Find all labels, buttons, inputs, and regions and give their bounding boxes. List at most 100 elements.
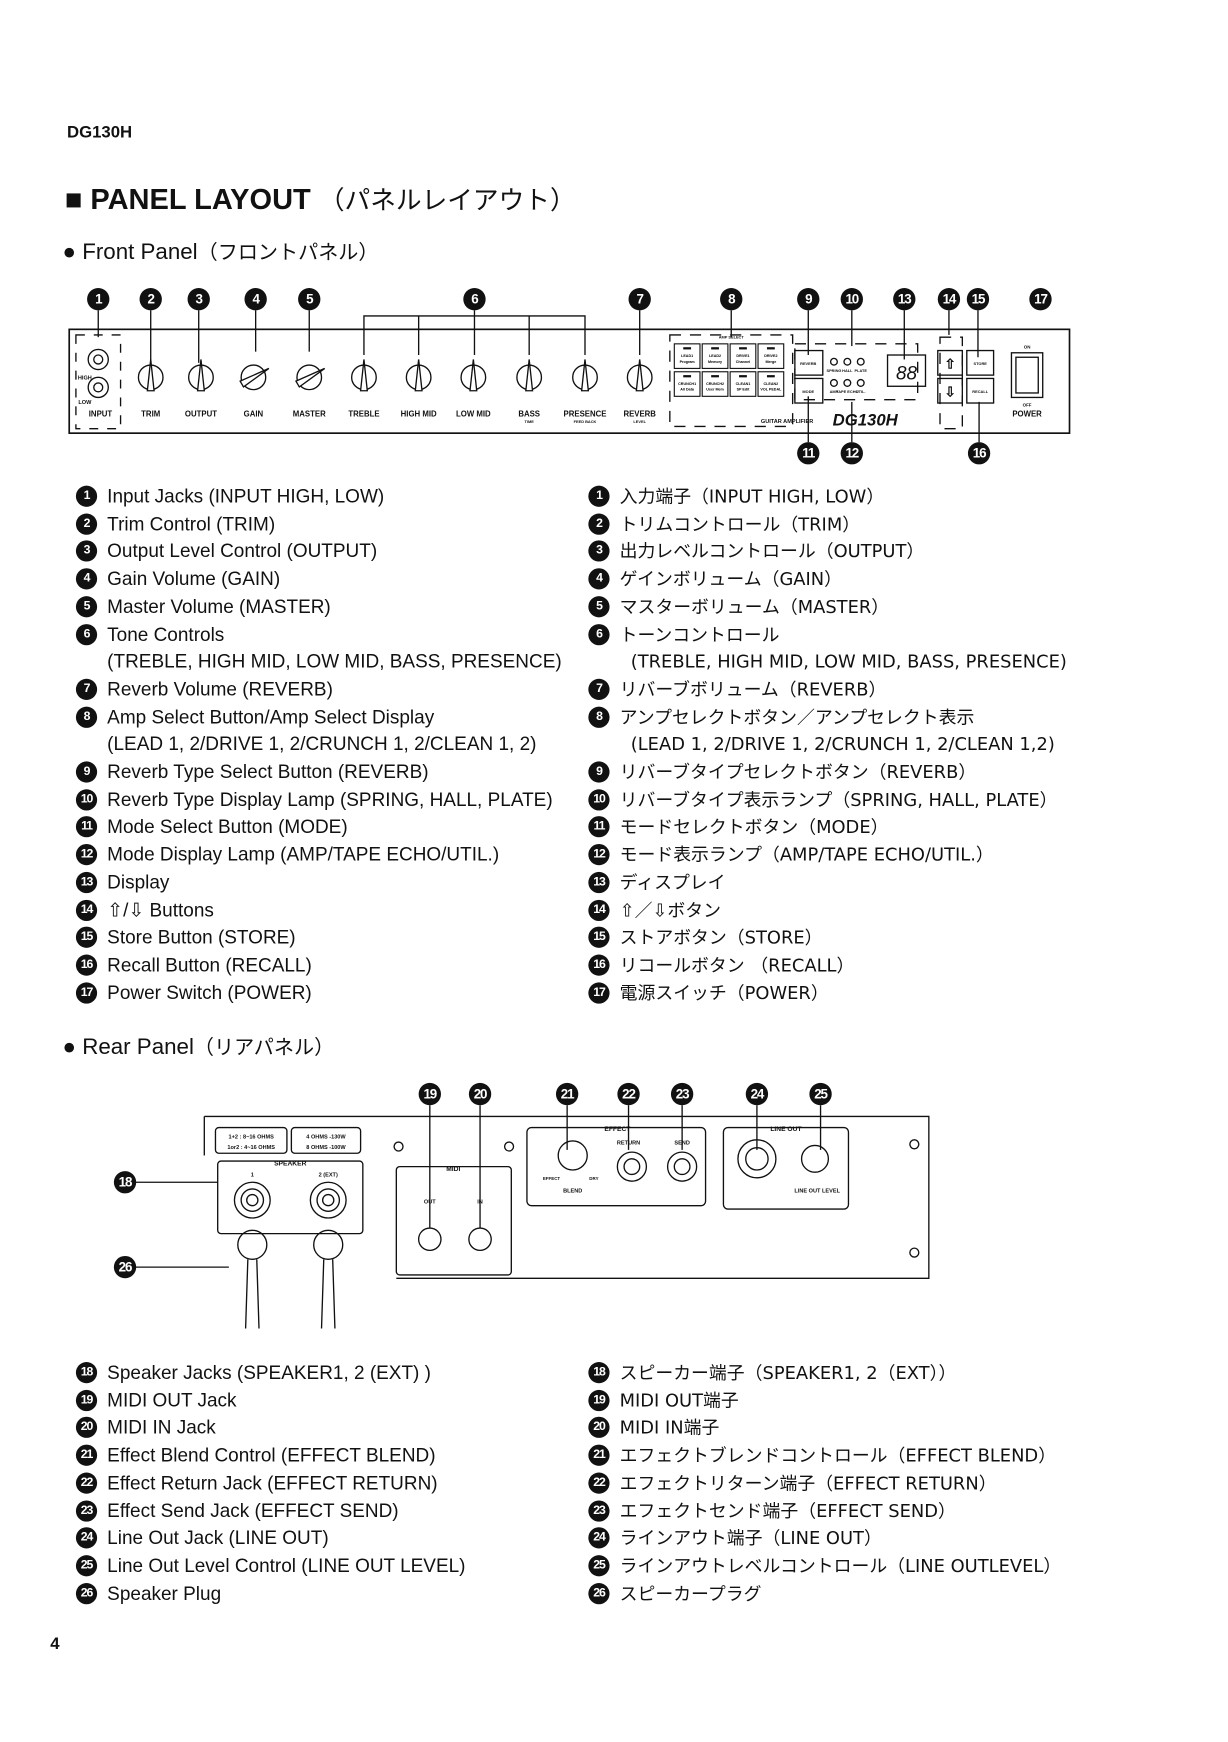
amp-button-label: SP Edit: [737, 388, 751, 392]
power-spec-1: 4 OHMS -130W: [306, 1135, 346, 1141]
callout-marker-23: 23: [670, 1082, 694, 1106]
presence-knob[interactable]: [572, 359, 598, 392]
item-text: ラインアウト端子（LINE OUT）: [619, 1527, 882, 1549]
rear-panel-diagram: 1+2 : 8~16 OHMS 1or2 : 4~16 OHMS 4 OHMS …: [133, 1105, 930, 1329]
callout-marker-22: 22: [617, 1082, 640, 1106]
reverb-button[interactable]: [794, 349, 824, 376]
item-number-badge: 14: [75, 899, 98, 921]
item-number-badge: 5: [75, 595, 98, 618]
label-low-mid: LOW MID: [456, 409, 491, 418]
amp-button-label: Channel: [736, 360, 750, 364]
label-return: RETURN: [617, 1140, 640, 1146]
item-text: MIDI OUT Jack: [107, 1389, 237, 1411]
item-number-badge: 21: [75, 1444, 98, 1466]
mode-button[interactable]: [794, 377, 824, 404]
item-number-badge: 25: [588, 1555, 610, 1577]
item-text: MIDI IN Jack: [107, 1417, 216, 1439]
treble-knob[interactable]: [350, 359, 377, 392]
item-number-badge: 26: [75, 1582, 98, 1604]
item-number-badge: 13: [75, 871, 98, 893]
callout-marker-20: 20: [468, 1082, 492, 1106]
trim-knob[interactable]: [137, 359, 164, 392]
item-number-badge: 19: [75, 1389, 98, 1411]
item-text: エフェクトブレンドコントロール（EFFECT BLEND）: [619, 1444, 1057, 1466]
down-arrow-icon: ⇩: [944, 384, 955, 399]
amp-button-label: CLEAN2: [764, 382, 779, 386]
label-mode-btn: MODE: [802, 389, 814, 394]
amp-button-label: User Mem: [706, 388, 724, 392]
up-arrow-icon: ⇧: [944, 356, 955, 371]
label-off: OFF: [1023, 402, 1032, 407]
item-text: エフェクトリターン端子（EFFECT RETURN）: [619, 1472, 997, 1494]
bass-knob[interactable]: [516, 359, 543, 392]
item-text: Gain Volume (GAIN): [107, 568, 281, 590]
gain-knob[interactable]: [239, 364, 270, 391]
dg130h-logo: DG130H: [833, 410, 899, 429]
label-power: POWER: [1012, 409, 1042, 418]
callout-marker-15: 15: [966, 288, 990, 311]
high-mid-knob[interactable]: [405, 359, 432, 392]
item-text: Reverb Volume (REVERB): [107, 678, 333, 700]
item-number-badge: 1: [75, 485, 98, 507]
amp-button-label: DRIVE1: [736, 354, 749, 358]
callout-marker-24: 24: [745, 1082, 769, 1106]
item-text: アンプセレクトボタン／アンプセレクト表示: [619, 706, 975, 728]
power-switch[interactable]: [1010, 352, 1044, 399]
item-text: Display: [107, 871, 170, 893]
label-reverb-btn: REVERB: [800, 361, 816, 366]
down-button[interactable]: [937, 377, 964, 404]
reverb-knob[interactable]: [626, 359, 653, 392]
store-button[interactable]: [966, 349, 995, 376]
item-number-badge: 3: [588, 540, 610, 563]
item-number-badge: 4: [75, 568, 98, 590]
item-number-badge: 26: [588, 1582, 610, 1604]
label-trim: TRIM: [141, 409, 160, 418]
item-number-badge: 20: [75, 1417, 98, 1439]
up-button[interactable]: [937, 349, 964, 376]
low-mid-knob[interactable]: [460, 359, 487, 392]
master-knob[interactable]: [295, 364, 326, 391]
item-text: 出力レベルコントロール（OUTPUT）: [619, 540, 925, 563]
callout-marker-17: 17: [1029, 288, 1052, 311]
item-number-badge: 6: [588, 623, 610, 645]
list-item: 19 MIDI OUT Jack: [75, 1387, 466, 1415]
label-amp-select: AMP SELECT: [719, 334, 745, 339]
list-item: 14⇧/⇩ Buttons: [75, 897, 562, 925]
item-subtext: (LEAD 1, 2/DRIVE 1, 2/CRUNCH 1, 2/CLEAN …: [630, 733, 1055, 756]
rear-heading-text: Rear Panel: [82, 1034, 194, 1060]
item-text: Mode Select Button (MODE): [107, 816, 348, 838]
callout-marker-11: 11: [797, 442, 820, 465]
item-number-badge: 8: [588, 706, 610, 728]
item-text: Mode Display Lamp (AMP/TAPE ECHO/UTIL.): [107, 844, 500, 866]
output-knob[interactable]: [188, 359, 214, 392]
amp-button-label: CRUNCH1: [678, 382, 696, 386]
speaker-spec-1: 1+2 : 8~16 OHMS: [229, 1135, 275, 1141]
callout-marker-19: 19: [418, 1082, 441, 1106]
recall-button[interactable]: [966, 377, 995, 404]
item-text: ディスプレイ: [619, 871, 726, 893]
